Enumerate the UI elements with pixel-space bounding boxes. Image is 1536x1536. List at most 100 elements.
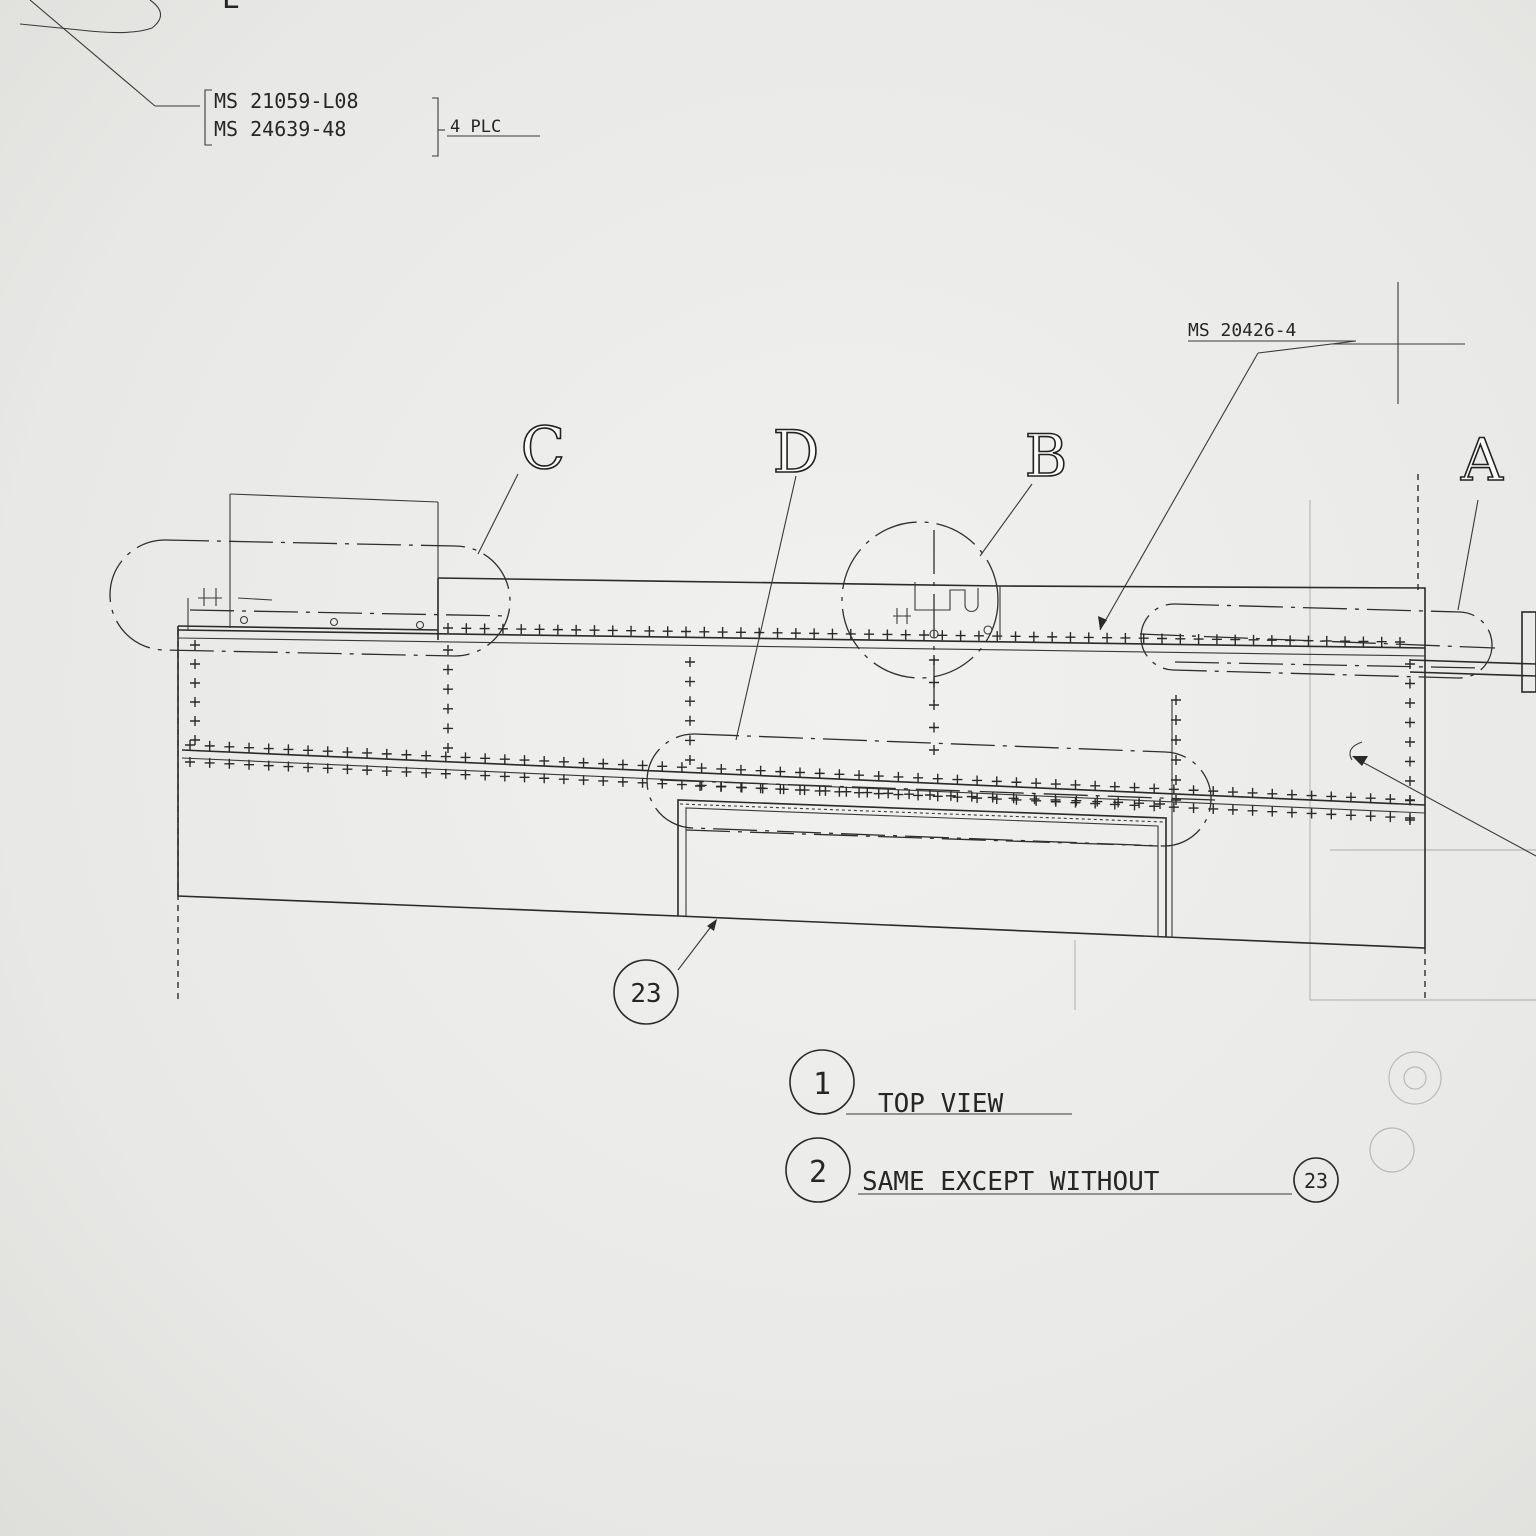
rivet-mark	[1385, 812, 1396, 823]
note-2-number: 2	[809, 1155, 827, 1190]
rivet-mark	[578, 757, 589, 768]
rivet-mark	[499, 771, 510, 782]
rivet-mark	[1230, 634, 1241, 645]
rivet-mark	[1385, 794, 1396, 805]
rivet-mark	[1365, 793, 1376, 804]
view-leaders	[477, 473, 1536, 857]
rivet-mark	[1266, 635, 1277, 646]
rivet-mark	[1138, 633, 1149, 644]
rivet-mark	[190, 640, 200, 650]
rivet-mark	[1157, 633, 1167, 644]
rivet-mark	[190, 659, 200, 669]
rivet-mark	[1029, 794, 1040, 805]
note-1-balloon	[789, 1049, 855, 1115]
rivet-mark	[716, 763, 727, 774]
rivet-mark	[443, 664, 453, 675]
rivet-mark	[1286, 807, 1297, 818]
rivet-mark	[401, 749, 412, 760]
rivet-mark	[929, 700, 939, 710]
item-balloon	[613, 959, 679, 1025]
rivet-mark	[834, 769, 845, 780]
rivet-mark	[1248, 634, 1259, 645]
rivet-mark	[778, 784, 789, 795]
rivet-mark	[381, 766, 392, 777]
rivet-mark	[190, 697, 200, 707]
rivet-mark	[685, 676, 695, 687]
rivet-mark	[952, 774, 963, 785]
view-letter-d: D	[773, 418, 820, 486]
rivet-mark	[862, 787, 873, 798]
rivet-mark	[1171, 755, 1181, 765]
rivet-mark	[1247, 805, 1258, 816]
item-23-callout: 23	[613, 919, 717, 1025]
rivet-mark	[1188, 803, 1199, 814]
rivet-mark	[558, 774, 569, 785]
rivet-mark	[204, 740, 215, 751]
rivet-mark	[676, 779, 687, 790]
rivet-mark	[1090, 798, 1101, 809]
rivet-mark	[662, 626, 673, 637]
rivet-mark	[717, 627, 728, 638]
note-2-balloon	[785, 1137, 851, 1203]
rivet-mark	[185, 757, 195, 767]
rivet-mark	[932, 791, 943, 802]
rivet-mark	[1405, 737, 1415, 747]
rivet-mark	[685, 657, 695, 667]
rivet-mark	[772, 627, 783, 638]
rivet-mark	[244, 759, 255, 770]
rivet-mark	[809, 628, 820, 639]
rivet-mark	[1405, 795, 1415, 805]
rivet-mark	[699, 626, 710, 637]
rivet-mark	[637, 760, 648, 771]
rivet-mark	[552, 624, 563, 635]
rivet-mark	[443, 684, 453, 695]
rivet-mark	[1405, 659, 1415, 669]
rivet-mark	[1171, 775, 1181, 785]
detail-b-hardware	[893, 582, 1001, 640]
rivet-mark	[937, 630, 948, 641]
rivet-mark	[1120, 632, 1131, 643]
rivet-mark	[1227, 804, 1238, 815]
rivet-mark	[795, 767, 805, 778]
rivet-mark	[190, 678, 200, 688]
rivet-mark	[1286, 789, 1297, 800]
note-1: 1 TOP VIEW	[789, 1049, 1072, 1119]
rivet-mark	[893, 789, 904, 800]
rivet-mark	[1171, 695, 1181, 705]
rivet-mark	[929, 677, 939, 688]
center-lines	[177, 474, 1496, 1000]
rivet-mark	[854, 770, 865, 781]
rivet-mark	[1171, 795, 1181, 805]
rivet-mark	[519, 772, 530, 783]
rivet-mark	[440, 768, 451, 779]
rivet-mark	[381, 748, 392, 759]
rivet-mark	[1188, 785, 1199, 796]
rivet-mark	[1326, 791, 1337, 802]
rivet-mark	[303, 745, 314, 756]
rivet-mark	[362, 747, 373, 758]
rivet-mark	[516, 624, 527, 635]
rivet-mark	[1405, 813, 1415, 823]
detail-b-boundary	[841, 521, 999, 679]
rivet-mark	[1168, 784, 1179, 795]
rivet-mark	[558, 756, 569, 767]
rivet-mark	[1285, 635, 1296, 646]
view-letters: C D B A	[520, 413, 1505, 495]
rivet-leader	[1098, 282, 1465, 631]
rivet-mark	[539, 773, 550, 784]
detail-a-boundary	[1140, 603, 1493, 679]
rivet-mark	[443, 703, 453, 714]
rivet-mark	[1340, 636, 1351, 647]
rivet-mark	[461, 623, 472, 634]
rivet-mark	[827, 628, 838, 639]
rivet-mark	[904, 789, 915, 800]
rivet-mark	[322, 763, 333, 774]
rivet-mark	[644, 625, 655, 636]
rivet-mark	[1395, 637, 1405, 647]
rivet-mark	[342, 747, 353, 758]
rivet-mark	[1303, 635, 1314, 646]
rivet-mark	[972, 793, 983, 804]
fastener-callout-1: MS 21059-L08	[214, 89, 359, 113]
rivet-mark	[1011, 777, 1022, 788]
rivet-mark	[190, 716, 200, 726]
